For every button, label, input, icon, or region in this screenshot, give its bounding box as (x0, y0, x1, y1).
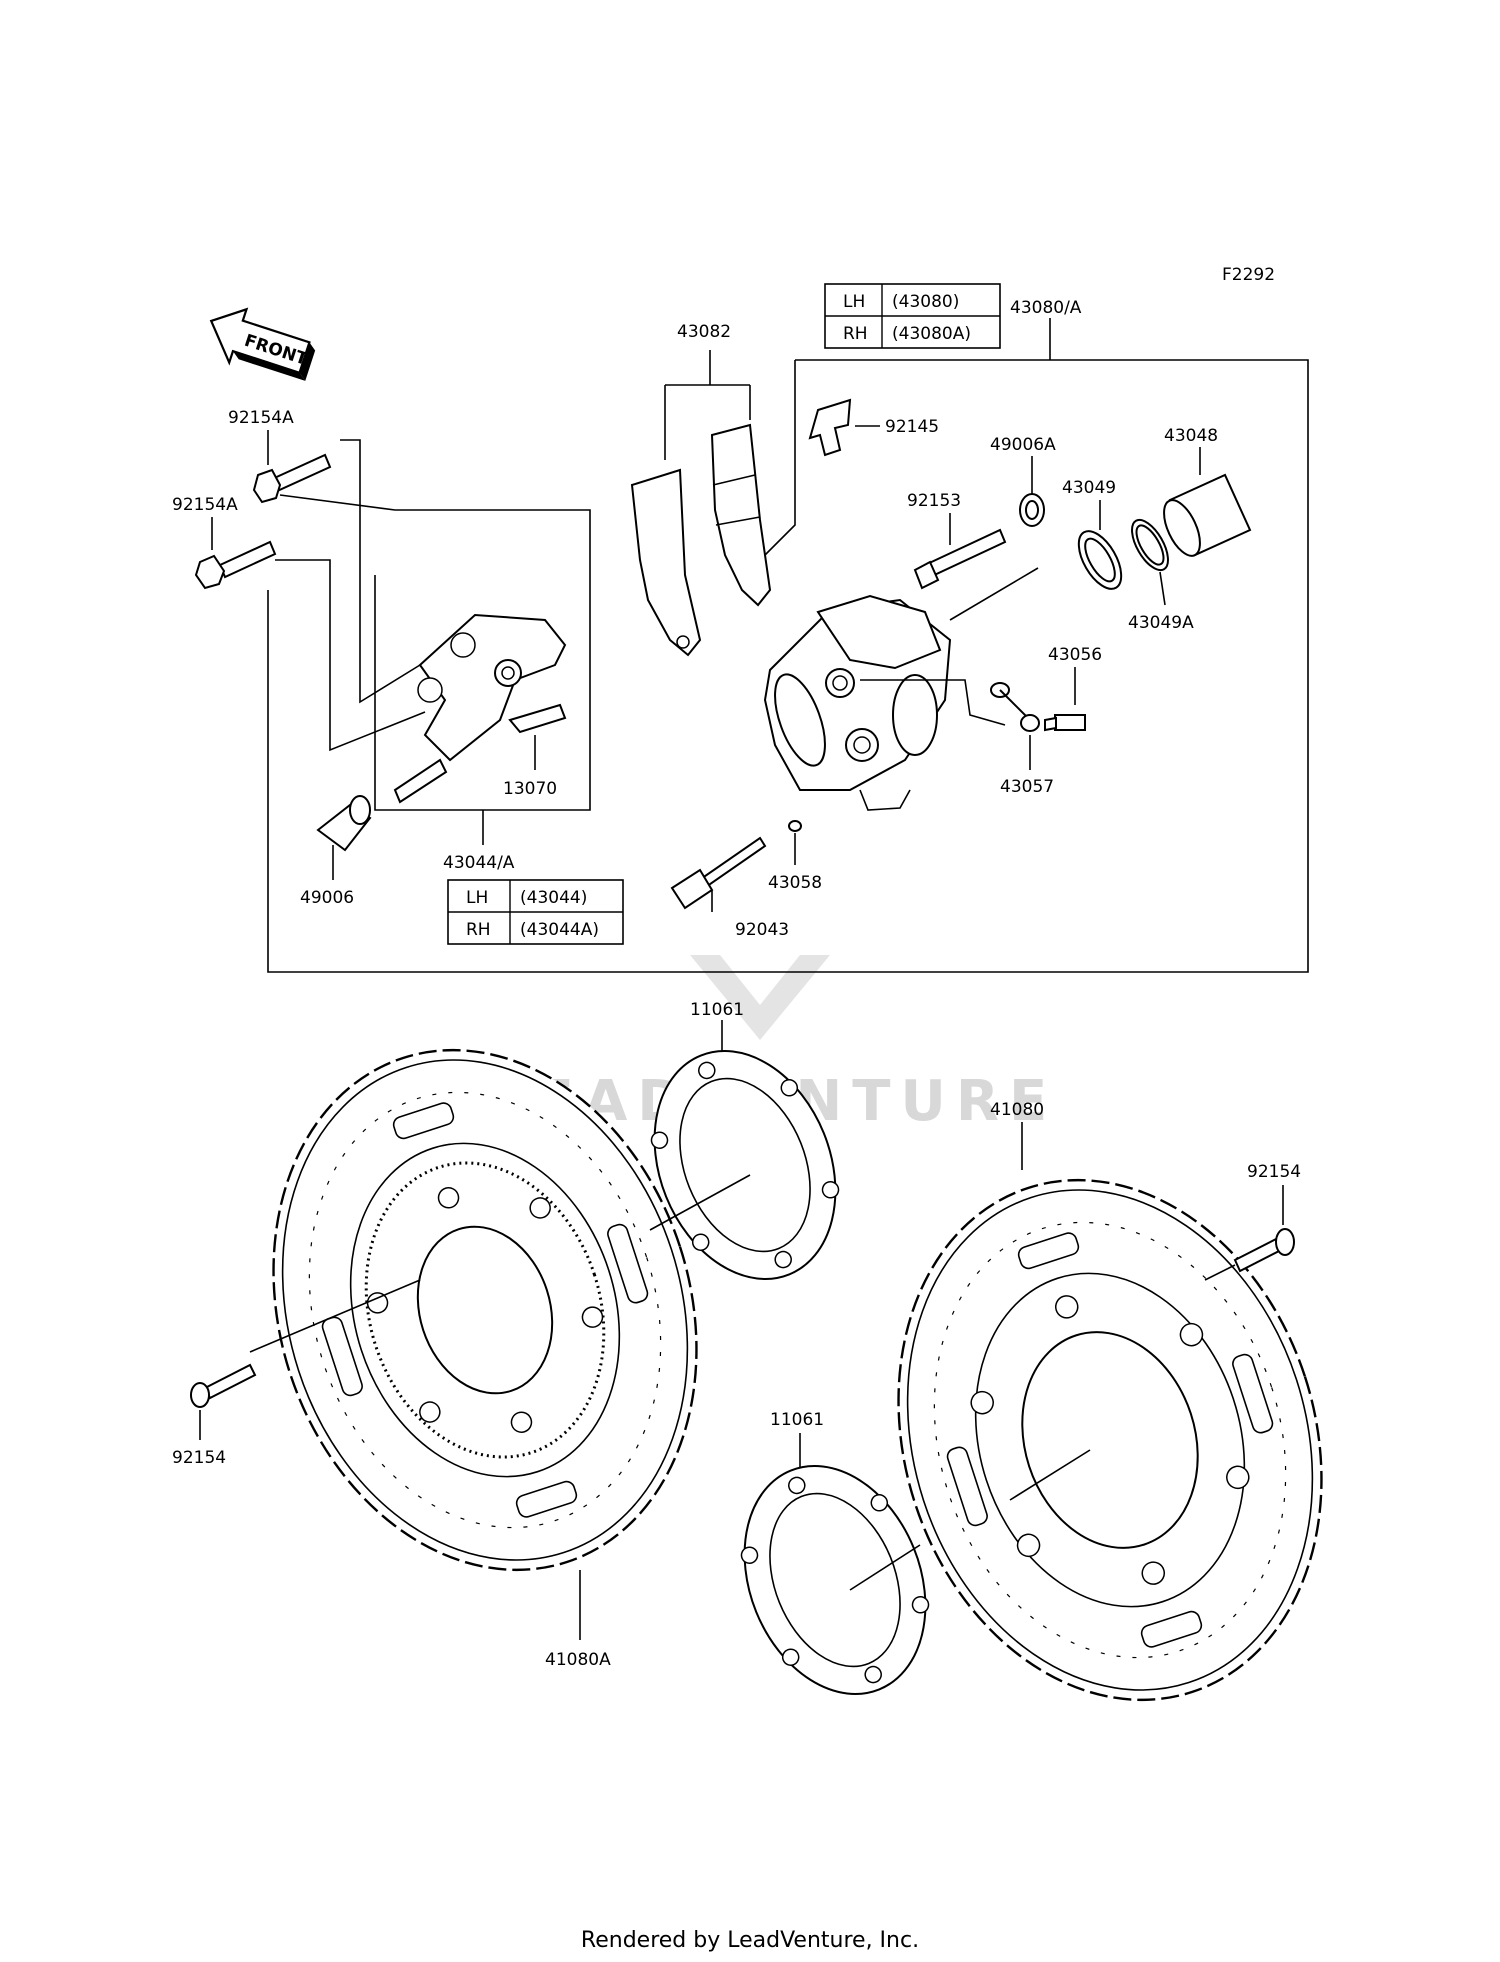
brake-disc-41080 (897, 1178, 1323, 1702)
callout-92154-right: 92154 (1247, 1162, 1301, 1182)
caliper-table: LH (43080) RH (43080A) (824, 283, 1001, 349)
bracket-table-part-2: (43044A) (520, 920, 599, 940)
callout-43049A: 43049A (1128, 613, 1194, 633)
callout-92154A-bottom: 92154A (172, 495, 238, 515)
callout-11061-bottom: 11061 (770, 1410, 824, 1430)
front-arrow-icon: FRONT (209, 307, 316, 381)
seal-43049A (1131, 518, 1169, 572)
callout-43058: 43058 (768, 873, 822, 893)
bracket-table: LH (43044) RH (43044A) (447, 879, 624, 945)
pad-spring-92145 (808, 398, 852, 457)
bracket-table-side-1: LH (466, 888, 488, 908)
callout-92153: 92153 (907, 491, 961, 511)
boot-49006A (1019, 493, 1045, 527)
caliper-body (763, 594, 952, 811)
callout-92145: 92145 (885, 417, 939, 437)
callout-11061-top: 11061 (690, 1000, 744, 1020)
callout-43080A: 43080/A (1010, 298, 1082, 318)
bracket-43044 (393, 613, 567, 804)
cap-43057 (990, 682, 1040, 732)
figure-code: F2292 (1222, 265, 1275, 285)
bolt-92154A-bottom (194, 540, 277, 590)
piston-43048 (1163, 473, 1252, 557)
boot-49006 (316, 795, 372, 852)
callout-92154-left: 92154 (172, 1448, 226, 1468)
caliper-table-side-1: LH (843, 292, 865, 312)
callout-43082: 43082 (677, 322, 731, 342)
callout-92154A-top: 92154A (228, 408, 294, 428)
seal-43049 (1077, 530, 1123, 590)
pin-92153 (913, 528, 1007, 590)
callout-41080A: 41080A (545, 1650, 611, 1670)
caliper-table-side-2: RH (843, 324, 868, 344)
caliper-assembly-box (267, 359, 1309, 973)
callout-43056: 43056 (1048, 645, 1102, 665)
bolt-92154-left (190, 1363, 257, 1408)
shim-11061-top (650, 1050, 840, 1280)
footer-credit: Rendered by LeadVenture, Inc. (580, 1928, 920, 1953)
brake-disc-41080A (272, 1048, 698, 1572)
oring-43058 (788, 820, 802, 832)
callout-92043: 92043 (735, 920, 789, 940)
caliper-table-part-2: (43080A) (892, 324, 971, 344)
brake-pad-1 (630, 468, 702, 657)
callout-43057: 43057 (1000, 777, 1054, 797)
callout-43049: 43049 (1062, 478, 1116, 498)
callout-49006A: 49006A (990, 435, 1056, 455)
bleeder-valve-43056 (1044, 714, 1086, 732)
pad-spring-13070 (508, 703, 567, 734)
brake-pad-2 (710, 423, 772, 607)
caliper-table-part-1: (43080) (892, 292, 959, 312)
shim-11061-bottom (740, 1465, 930, 1695)
pin-92043 (670, 836, 767, 910)
callout-49006: 49006 (300, 888, 354, 908)
bracket-table-part-1: (43044) (520, 888, 587, 908)
callout-13070: 13070 (503, 779, 557, 799)
callout-43044A: 43044/A (443, 853, 515, 873)
bolt-92154A-top (252, 453, 332, 504)
bracket-table-side-2: RH (466, 920, 491, 940)
callout-43048: 43048 (1164, 426, 1218, 446)
bolt-92154-right (1233, 1228, 1295, 1273)
callout-41080: 41080 (990, 1100, 1044, 1120)
